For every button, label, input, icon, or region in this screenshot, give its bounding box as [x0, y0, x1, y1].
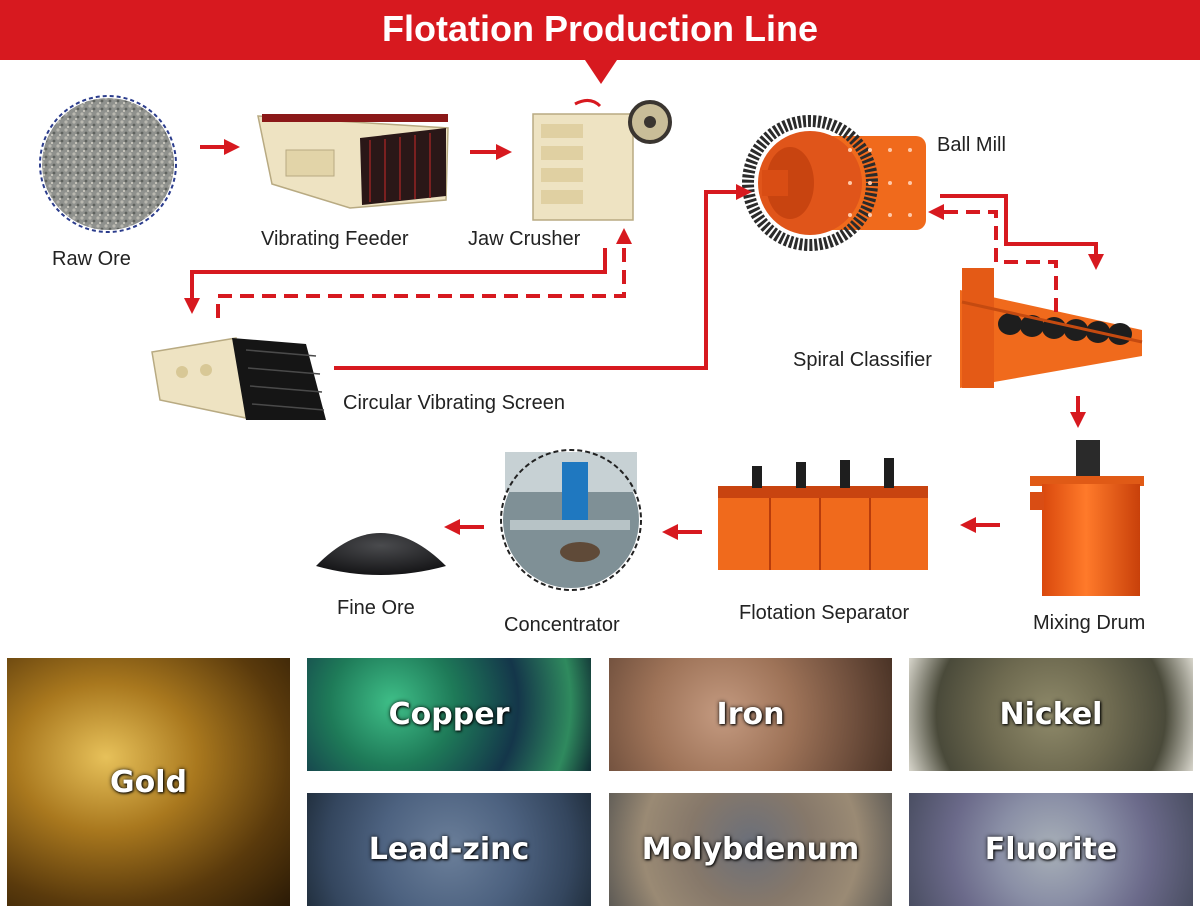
mineral-name: Molybdenum [641, 832, 860, 867]
mineral-tile-copper: Copper [307, 658, 591, 771]
raw-ore-image [39, 95, 177, 233]
mineral-name: Fluorite [984, 832, 1118, 867]
mineral-name: Iron [716, 697, 785, 732]
mineral-tile-nickel: Nickel [909, 658, 1193, 771]
fine-ore-label: Fine Ore [337, 597, 415, 619]
mixing-drum-label: Mixing Drum [1033, 612, 1146, 634]
raw-ore-label: Raw Ore [52, 248, 131, 270]
spiral-classifier-image [960, 268, 1143, 388]
circular-vibrating-screen-label: Circular Vibrating Screen [343, 392, 565, 414]
circular-vibrating-screen-image [151, 337, 326, 420]
mineral-tile-fluorite: Fluorite [909, 793, 1193, 906]
mineral-tile-gold: Gold [7, 658, 290, 906]
concentrator-label: Concentrator [504, 614, 620, 636]
vibrating-feeder-label: Vibrating Feeder [261, 228, 409, 250]
mineral-name: Lead-zinc [368, 832, 530, 867]
jaw-crusher-image [532, 99, 672, 221]
flotation-separator-label: Flotation Separator [739, 602, 910, 624]
process-arrows [190, 145, 1098, 534]
flow-diagram [39, 95, 1144, 596]
title-banner [0, 0, 1200, 60]
mineral-tile-iron: Iron [609, 658, 892, 771]
title-banner-pointer [585, 60, 617, 84]
concentrator-image [500, 449, 642, 591]
jaw-crusher-label: Jaw Crusher [468, 228, 581, 250]
mineral-tile-lead-zinc: Lead-zinc [307, 793, 591, 906]
mineral-tile-molybdenum: Molybdenum [609, 793, 892, 906]
vibrating-feeder-image [257, 114, 449, 209]
mineral-name: Gold [110, 764, 187, 800]
ball-mill-image [742, 115, 926, 251]
fine-ore-image [316, 533, 446, 575]
mineral-name: Copper [388, 697, 510, 732]
mineral-name: Nickel [999, 697, 1103, 732]
spiral-classifier-label: Spiral Classifier [793, 349, 932, 371]
arrow-heads [184, 139, 1104, 540]
mixing-drum-image [1030, 440, 1144, 596]
page-title: Flotation Production Line [382, 8, 818, 49]
ball-mill-label: Ball Mill [937, 134, 1006, 156]
flotation-separator-image [718, 458, 928, 570]
